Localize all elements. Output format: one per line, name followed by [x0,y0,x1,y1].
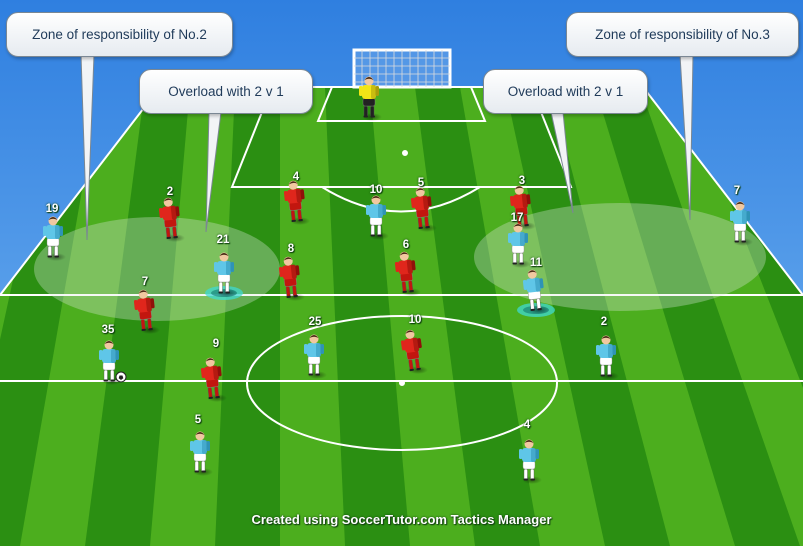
callout-pointers [80,54,694,241]
player-number-blue-25: 25 [308,316,322,328]
player-number-red-5: 5 [417,177,425,189]
player-blue-2 [596,335,619,380]
player-red-8 [278,256,305,301]
player-number-blue-10: 10 [369,184,383,196]
player-number-red-9: 9 [212,338,220,350]
zone-right-highlight [474,203,766,311]
player-blue-21 [205,252,243,300]
player-blue-25 [304,334,327,379]
player-red-7 [133,289,160,334]
player-red-10 [400,329,428,374]
player-number-red-2: 2 [166,186,174,198]
player-number-red-3: 3 [518,175,526,187]
overload-right-label: Overload with 2 v 1 [507,84,624,99]
player-blue-10 [366,195,389,240]
player-red-9 [200,357,227,402]
player-number-blue-4: 4 [523,419,531,431]
zone-no3-callout: Zone of responsibility of No.3 [566,12,799,57]
player-red-4 [283,180,310,225]
player-number-blue-17: 17 [510,212,524,224]
player-number-blue-5: 5 [194,414,202,426]
player-blue-11 [517,269,555,317]
player-red-5 [410,187,437,232]
player-number-blue-2: 2 [600,316,608,328]
player-number-red-7: 7 [141,276,149,288]
player-yellow-goalkeeper [359,76,382,121]
player-number-red-4: 4 [292,171,300,183]
player-number-blue-7: 7 [733,185,741,197]
zone-left-highlight [34,217,280,321]
player-number-blue-11: 11 [529,257,543,269]
player-blue-19 [43,216,66,261]
zone-no3-label: Zone of responsibility of No.3 [595,27,770,42]
player-red-2 [158,197,185,242]
player-red-3 [509,185,536,230]
ball-icon [115,371,127,383]
player-number-blue-35: 35 [101,324,115,336]
overload-left-callout: Overload with 2 v 1 [139,69,313,114]
player-number-red-6: 6 [402,239,410,251]
player-blue-7 [730,201,753,246]
player-number-red-10: 10 [408,314,422,326]
zone-no2-label: Zone of responsibility of No.2 [32,27,207,42]
player-number-blue-21: 21 [216,234,230,246]
player-number-blue-19: 19 [45,203,59,215]
player-number-red-8: 8 [287,243,295,255]
players-layer [43,76,753,484]
player-blue-5 [190,431,213,476]
player-blue-4 [519,439,542,484]
player-blue-17 [508,223,531,268]
zone-no2-callout: Zone of responsibility of No.2 [6,12,233,57]
credit-text: Created using SoccerTutor.com Tactics Ma… [251,512,552,527]
overload-left-label: Overload with 2 v 1 [168,84,284,99]
overload-right-callout: Overload with 2 v 1 [483,69,648,114]
player-red-6 [394,251,421,296]
